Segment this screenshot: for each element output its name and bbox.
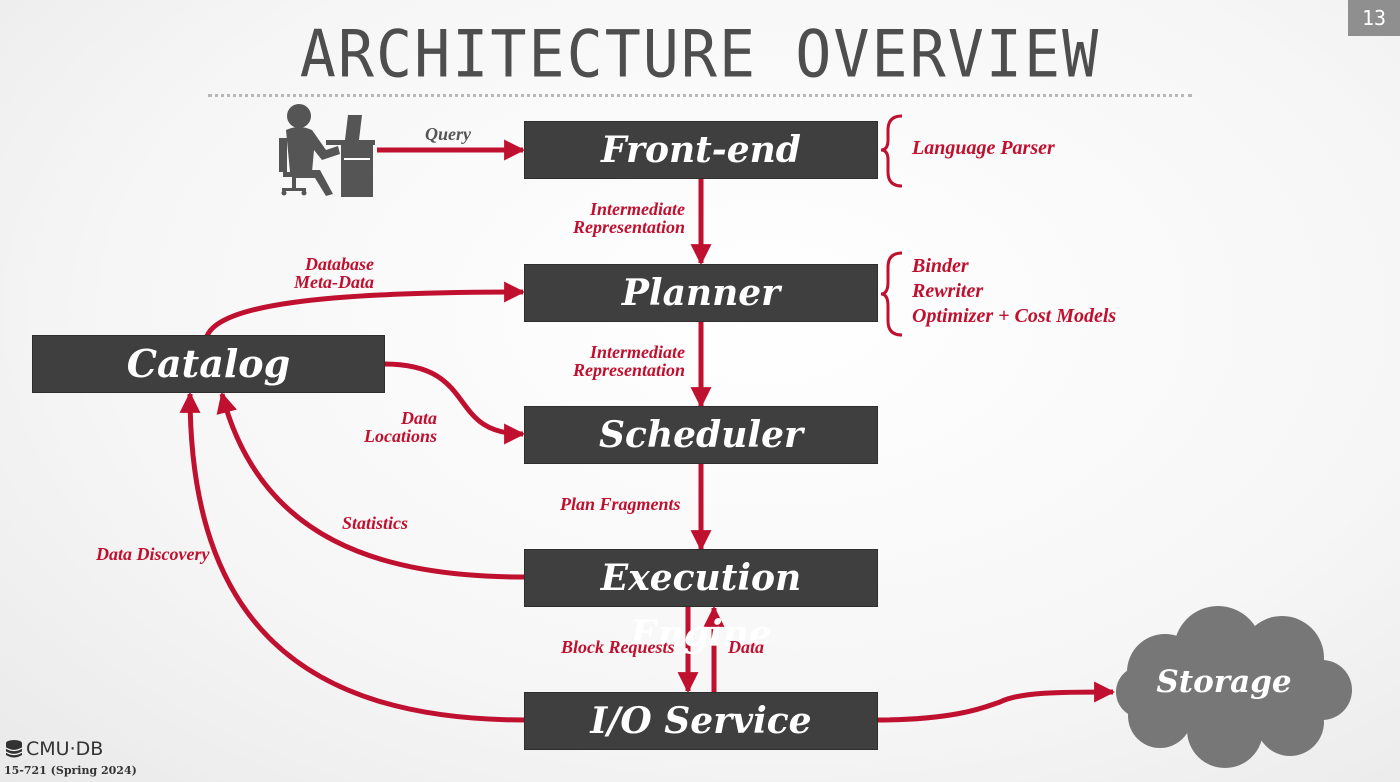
- storage-label: Storage: [1156, 664, 1292, 700]
- ir-label-1-line-2: Representation: [572, 217, 685, 237]
- statistics-label: Statistics: [342, 513, 409, 533]
- catalog-to-planner-arrow: [204, 281, 526, 338]
- ir-label-1: Intermediate Representation: [540, 200, 685, 236]
- planner-brace: [880, 251, 903, 337]
- cmu-db-logo-text: CMU·DB: [26, 738, 104, 760]
- slide-title: ARCHITECTURE OVERVIEW: [299, 17, 1101, 93]
- catalog-to-scheduler-arrow: [383, 361, 526, 445]
- data-discovery-arrow: [179, 391, 526, 723]
- ir-label-2-line-1: Intermediate: [590, 342, 685, 362]
- data-locations-line-2: Locations: [363, 426, 437, 446]
- block-requests-label: Block Requests: [561, 637, 675, 657]
- database-metadata-line-2: Meta-Data: [294, 272, 374, 292]
- planner-box: Planner: [525, 265, 877, 321]
- planner-annotation: Binder Rewriter Optimizer + Cost Models: [912, 254, 1116, 329]
- database-metadata-label: Database Meta-Data: [250, 255, 374, 291]
- ir-label-2-line-2: Representation: [572, 360, 685, 380]
- database-metadata-line-1: Database: [305, 254, 374, 274]
- plan-fragments-label: Plan Fragments: [560, 494, 681, 514]
- data-discovery-label: Data Discovery: [96, 544, 210, 564]
- rewriter-text: Rewriter: [912, 280, 984, 302]
- catalog-box: Catalog: [33, 336, 384, 392]
- frontend-brace: [880, 114, 903, 188]
- io-service-box: I/O Service: [525, 693, 877, 749]
- storage-cloud-icon: [1116, 606, 1352, 768]
- course-label: 15-721 (Spring 2024): [4, 764, 137, 777]
- slide-number: 13: [1348, 0, 1400, 36]
- frontend-annotation: Language Parser: [912, 136, 1055, 161]
- data-locations-label: Data Locations: [340, 409, 437, 445]
- frontend-box: Front-end: [525, 122, 877, 178]
- language-parser-text: Language Parser: [912, 137, 1055, 159]
- binder-text: Binder: [912, 255, 969, 277]
- query-label: Query: [425, 124, 471, 144]
- data-label: Data: [728, 637, 764, 657]
- title-divider: [208, 94, 1192, 97]
- database-icon: [5, 740, 23, 758]
- scheduler-box: Scheduler: [525, 407, 877, 463]
- io-to-storage-arrow: [876, 681, 1116, 723]
- statistics-arrow: [216, 391, 526, 580]
- user-at-computer-icon: [279, 104, 375, 197]
- optimizer-text: Optimizer + Cost Models: [912, 305, 1117, 327]
- execution-engine-box: Execution Engine: [525, 550, 877, 655]
- cmu-db-logo: CMU·DB: [4, 738, 103, 760]
- ir-label-1-line-1: Intermediate: [590, 199, 685, 219]
- data-locations-line-1: Data: [401, 408, 437, 428]
- ir-label-2: Intermediate Representation: [540, 343, 685, 379]
